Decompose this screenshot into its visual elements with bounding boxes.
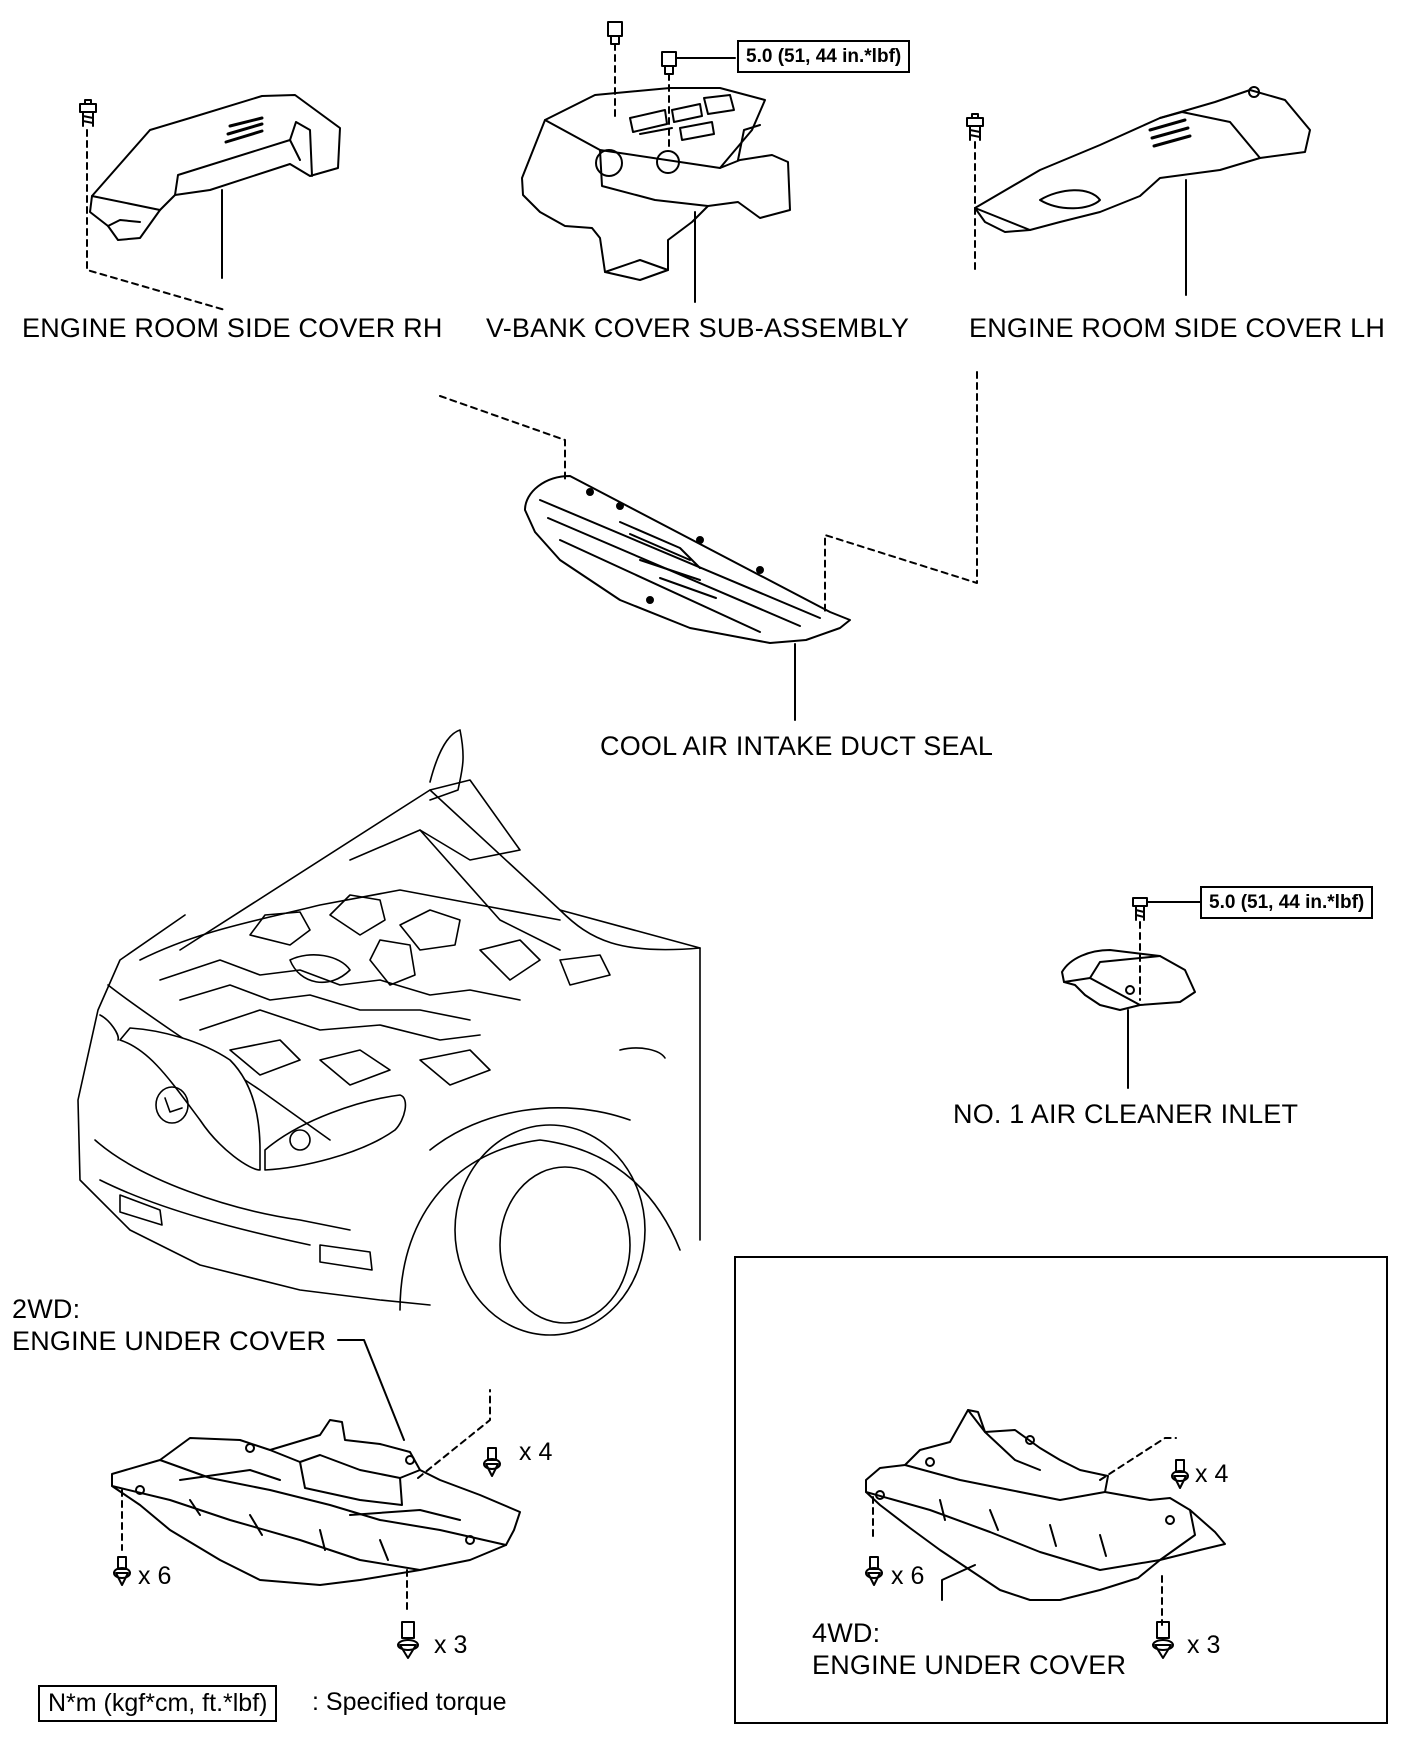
bolt-icon <box>79 99 97 127</box>
intake-duct-seal-drawing <box>524 475 851 644</box>
clip-icon <box>483 1447 501 1477</box>
seal-guide-line-2 <box>824 371 978 613</box>
under-cover-4wd-label: ENGINE UNDER COVER <box>812 1650 1127 1680</box>
clip-icon <box>1152 1621 1174 1659</box>
clip-icon <box>1171 1459 1189 1489</box>
side-cover-rh-label: ENGINE ROOM SIDE COVER RH <box>22 313 443 343</box>
rh-guide-line <box>86 129 226 311</box>
air-cleaner-inlet-label: NO. 1 AIR CLEANER INLET <box>953 1099 1299 1129</box>
uc2wd-guide-right <box>417 1389 491 1479</box>
under-cover-2wd-variant: 2WD: <box>12 1294 81 1324</box>
uc4wd-guide-right <box>1099 1437 1177 1481</box>
intake-duct-seal-label: COOL AIR INTAKE DUCT SEAL <box>600 731 994 761</box>
vbank-cover-drawing <box>521 87 791 281</box>
seal-guide-line-1 <box>439 395 566 483</box>
uc4wd-count-bottom: x 3 <box>1187 1631 1221 1659</box>
under-cover-2wd-drawing <box>111 1419 521 1586</box>
side-cover-lh-label: ENGINE ROOM SIDE COVER LH <box>969 313 1386 343</box>
under-cover-4wd-drawing <box>865 1409 1226 1601</box>
uc4wd-count-left: x 6 <box>891 1562 925 1590</box>
uc2wd-leader-line <box>337 1339 405 1441</box>
uc4wd-leader-line <box>941 1564 976 1601</box>
bolt-icon <box>661 51 677 75</box>
inlet-torque-value: 5.0 (51, 44 in.*lbf) <box>1200 886 1374 919</box>
under-cover-4wd-variant: 4WD: <box>812 1618 881 1648</box>
bolt-icon <box>1132 897 1148 921</box>
bolt-icon <box>966 113 984 141</box>
4wd-inset-frame <box>734 1256 1388 1724</box>
under-cover-2wd-label: ENGINE UNDER COVER <box>12 1326 327 1356</box>
clip-icon <box>397 1621 419 1659</box>
clip-icon <box>113 1556 131 1586</box>
side-cover-lh-drawing <box>974 86 1311 233</box>
torque-unit-legend-box: N*m (kgf*cm, ft.*lbf) <box>38 1685 278 1722</box>
vbank-torque-value: 5.0 (51, 44 in.*lbf) <box>737 40 911 73</box>
clip-icon <box>865 1556 883 1586</box>
torque-legend-text: : Specified torque <box>312 1688 507 1716</box>
air-cleaner-inlet-drawing <box>1061 949 1196 1011</box>
car-front-drawing <box>77 729 701 1336</box>
vbank-cover-label: V-BANK COVER SUB-ASSEMBLY <box>486 313 910 343</box>
uc2wd-count-upper-right: x 4 <box>519 1438 553 1466</box>
bolt-icon <box>607 21 623 45</box>
uc4wd-count-upper-right: x 4 <box>1195 1460 1229 1488</box>
uc2wd-count-left: x 6 <box>138 1562 172 1590</box>
side-cover-rh-drawing <box>89 94 341 241</box>
uc2wd-count-bottom: x 3 <box>434 1631 468 1659</box>
